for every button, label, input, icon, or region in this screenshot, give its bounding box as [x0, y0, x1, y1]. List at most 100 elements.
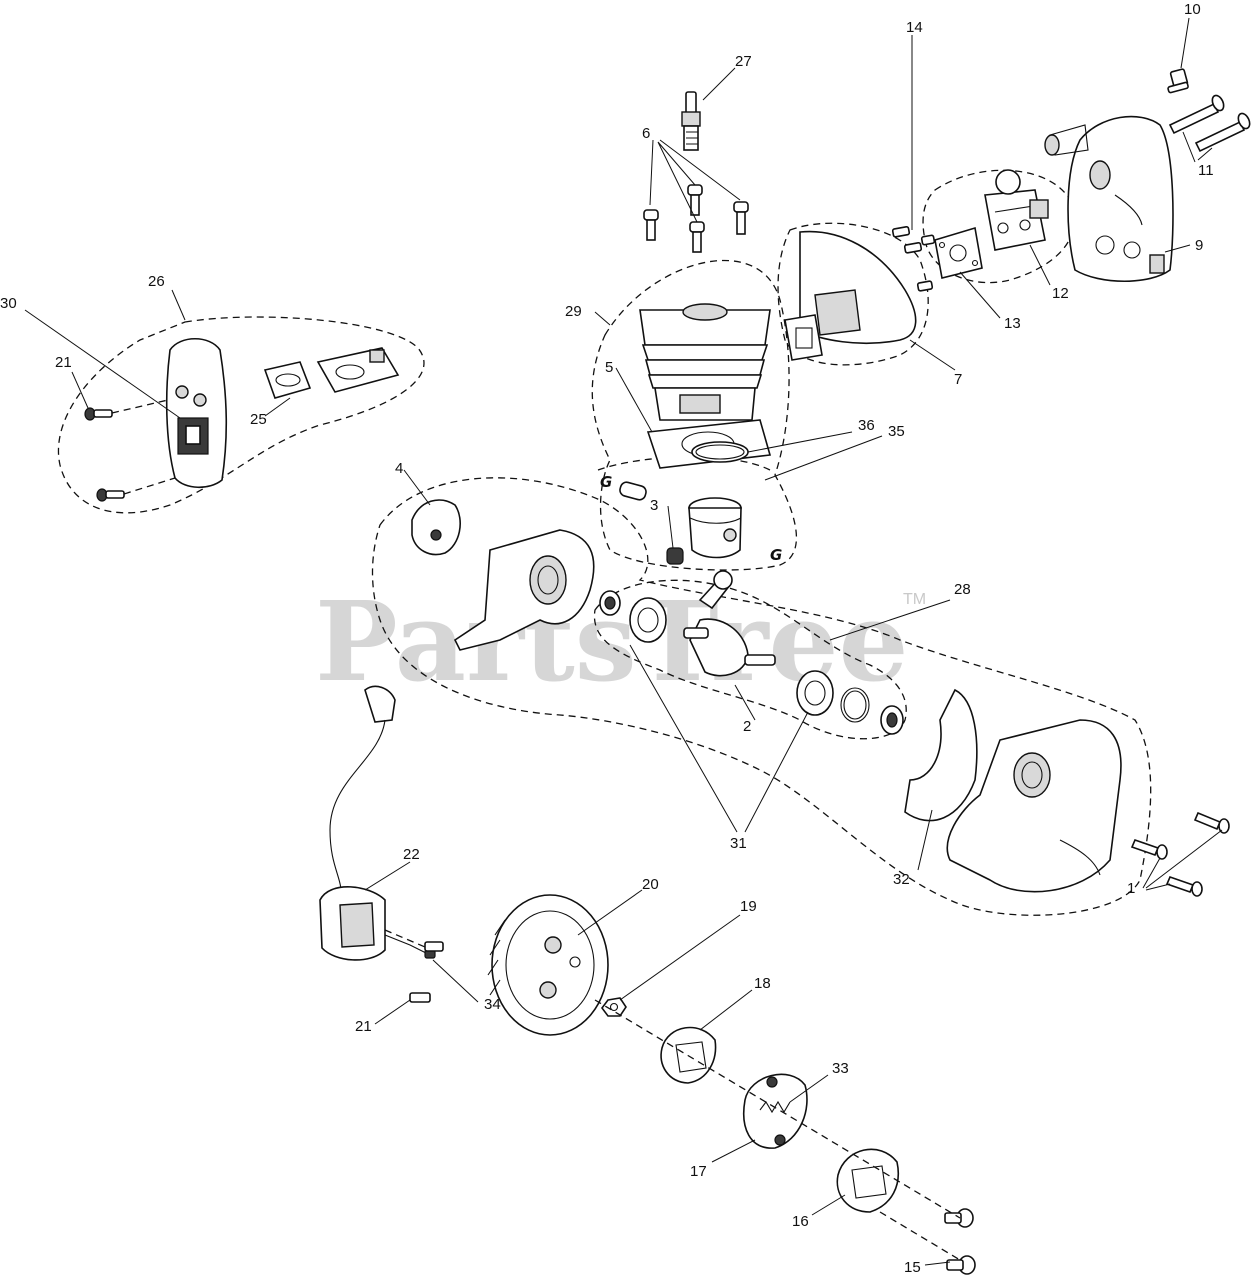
- callout-17: 17: [690, 1163, 707, 1180]
- leader-30: [24, 309, 181, 419]
- callout-11: 11: [1198, 162, 1214, 179]
- callout-12: 12: [1052, 285, 1069, 302]
- leader-29: [594, 311, 611, 326]
- assembly-line-flywheel: [594, 999, 961, 1219]
- leader-21-top: [71, 371, 89, 409]
- callout-22: 22: [403, 846, 420, 863]
- group-outline-cylinder: [591, 259, 798, 571]
- leader-31: [629, 644, 809, 833]
- bearing-left: [629, 597, 667, 643]
- bracket-part-4: [411, 499, 461, 556]
- callout-1: 1: [1127, 880, 1135, 897]
- bolts-part-6: [643, 184, 749, 253]
- watermark-trademark: TM: [903, 591, 926, 608]
- piston: [688, 497, 742, 559]
- leader-28: [829, 599, 951, 641]
- callout-15: 15: [904, 1259, 921, 1276]
- callout-6: 6: [642, 125, 650, 142]
- spark-plug-part-27: [681, 91, 701, 151]
- callout-16: 16: [792, 1213, 809, 1230]
- leader-36: [747, 431, 853, 453]
- callout-10: 10: [1184, 1, 1201, 18]
- clutch-shoe-part-17: [743, 1073, 808, 1149]
- group-outline-crankshaft: [593, 579, 907, 740]
- leader-33: [789, 1074, 829, 1103]
- seal-left: [599, 590, 621, 616]
- intake-plate-part-7: [784, 230, 917, 361]
- leader-22: [364, 861, 411, 891]
- muffler-part-26: [165, 338, 228, 489]
- muffler-gasket-part-25: [263, 361, 312, 399]
- clutch-plate-part-16: [836, 1148, 899, 1213]
- callout-5: 5: [605, 359, 613, 376]
- leader-3: [667, 505, 674, 549]
- callout-30: 30: [0, 295, 17, 312]
- assembly-line-coil: [384, 929, 426, 948]
- crankshaft-part-2: [683, 570, 776, 677]
- callout-19: 19: [740, 898, 757, 915]
- cylinder-part-29: [639, 303, 771, 421]
- leader-19: [619, 914, 741, 1001]
- crankcase-gasket-part-32: [904, 688, 978, 822]
- screw-part-21-muffler-top: [84, 407, 113, 421]
- callout-21-top: 21: [55, 354, 72, 371]
- seal-right: [880, 705, 904, 735]
- leader-26: [171, 289, 186, 321]
- heat-shield: [316, 347, 400, 393]
- bolt-part-10: [1167, 68, 1189, 94]
- piston-pin: [619, 481, 647, 501]
- bearing-right: [796, 670, 834, 716]
- leader-4: [403, 469, 431, 506]
- callout-3: 3: [650, 497, 658, 514]
- callout-9: 9: [1195, 237, 1203, 254]
- assembly-line-clutch: [879, 1211, 961, 1261]
- callout-21-bottom: 21: [355, 1018, 372, 1035]
- bolt-part-1b: [1193, 811, 1230, 834]
- leader-18: [699, 989, 753, 1031]
- callout-2: 2: [743, 718, 751, 735]
- housing-part-9: [1044, 115, 1174, 282]
- gasket-part-13: [934, 226, 983, 279]
- needle-bearing-part-3: [666, 547, 684, 565]
- bolt-part-11a: [1168, 94, 1225, 135]
- screws-part-14: [891, 226, 936, 292]
- leader-7: [909, 339, 956, 371]
- callout-13: 13: [1004, 315, 1021, 332]
- leader-9: [1164, 244, 1191, 253]
- piston-ring-part-35: [691, 441, 749, 463]
- callout-4: 4: [395, 460, 403, 477]
- leader-1: [1142, 829, 1223, 891]
- bolt-part-1c: [1165, 875, 1203, 897]
- screw-part-21-coil: [409, 992, 431, 1003]
- leader-13: [959, 271, 1001, 319]
- crankcase-left-half: [453, 529, 595, 651]
- leader-15: [924, 1261, 951, 1266]
- group-outline-crankcase: [371, 477, 1152, 916]
- group-mark-g-left: G: [600, 473, 612, 491]
- leader-27: [702, 67, 736, 101]
- bolt-part-11b: [1194, 112, 1251, 153]
- callout-25: 25: [250, 411, 267, 428]
- callout-14: 14: [906, 19, 923, 36]
- flywheel-part-20: [487, 894, 609, 1036]
- callout-33: 33: [832, 1060, 849, 1077]
- group-outline-muffler: [57, 316, 425, 514]
- leader-5: [615, 367, 653, 433]
- carburetor-part-12: [984, 169, 1049, 251]
- callout-7: 7: [954, 371, 962, 388]
- leader-35: [764, 435, 883, 481]
- assembly-line-muffler-bottom: [123, 477, 176, 495]
- bolt-part-1a: [1130, 838, 1168, 860]
- callout-28: 28: [954, 581, 971, 598]
- screw-part-21-muffler-bottom: [96, 488, 125, 502]
- group-mark-g-right: G: [770, 546, 782, 564]
- leader-21-bottom: [374, 999, 411, 1025]
- screw-part-34: [424, 941, 444, 952]
- callout-18: 18: [754, 975, 771, 992]
- assembly-line-muffler-top: [111, 399, 169, 414]
- leader-11: [1182, 131, 1213, 163]
- nut-part-19: [601, 997, 627, 1017]
- callout-36: 36: [858, 417, 875, 434]
- leader-20: [577, 889, 643, 936]
